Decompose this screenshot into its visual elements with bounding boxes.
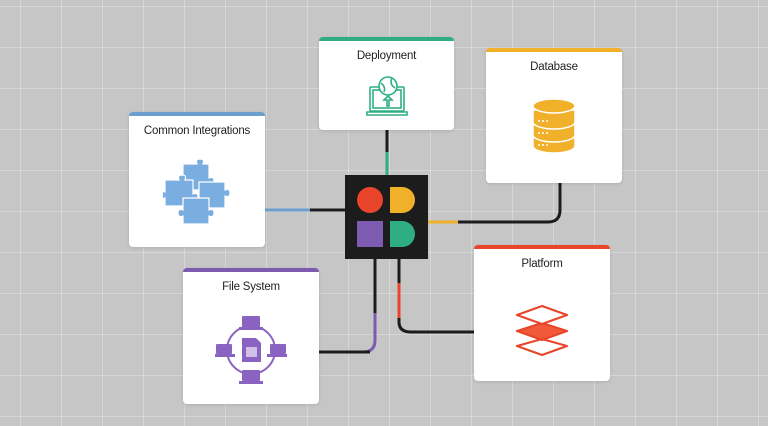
node-common-integrations[interactable]: Common Integrations (129, 112, 265, 247)
node-database[interactable]: Database (486, 48, 622, 183)
hub-circle-red (357, 187, 383, 213)
node-platform[interactable]: Platform (474, 245, 610, 381)
node-title: File System (222, 281, 280, 293)
node-title: Platform (521, 258, 563, 270)
node-file-system[interactable]: File System (183, 268, 319, 404)
node-title: Deployment (356, 50, 417, 62)
hub-logo (345, 175, 428, 259)
hub-shape-yellow (390, 187, 415, 213)
hub-square-purple (357, 221, 383, 247)
network-files-icon (215, 316, 287, 384)
layers-icon (515, 304, 569, 357)
puzzle-icon (163, 158, 231, 225)
hub-shape-green (390, 221, 415, 247)
laptop-globe-upload-icon (365, 76, 408, 116)
node-title: Common Integrations (143, 125, 251, 137)
database-icon (532, 98, 576, 154)
node-deployment[interactable]: Deployment (319, 37, 454, 130)
node-title: Database (530, 61, 578, 73)
